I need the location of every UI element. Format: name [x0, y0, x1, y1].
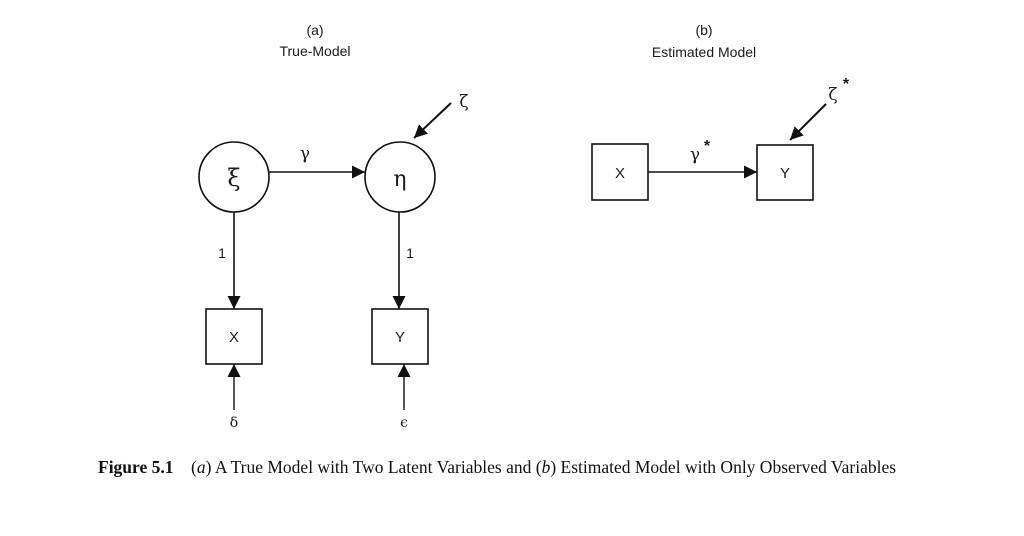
observed-label-y: Y — [780, 165, 790, 182]
loading-label-y: 1 — [406, 245, 414, 261]
observed-label-x: X — [615, 165, 625, 182]
panel-b-letter: (b) — [695, 22, 712, 38]
figure-caption: Figure 5.1 (a) A True Model with Two Lat… — [98, 457, 897, 477]
caption-part-a-text: A True Model with Two Latent Variables a… — [214, 457, 532, 477]
panel-b-title: Estimated Model — [652, 44, 756, 60]
disturbance-arrow-zeta-star — [789, 103, 827, 141]
caption-label: Figure 5.1 — [98, 457, 174, 477]
panel-a-letter: (a) — [306, 22, 323, 38]
path-label-gamma-star-superscript: * — [704, 138, 711, 155]
disturbance-label-zeta: ζ — [459, 92, 468, 112]
path-label-gamma: γ — [300, 144, 310, 164]
disturbance-arrow-zeta — [413, 102, 452, 139]
panel-a: (a) True-Model ξ η γ ζ 1 1 X Y δ ϵ — [198, 22, 469, 431]
caption-part-a-letter: a — [196, 457, 206, 477]
latent-label-xi: ξ — [227, 164, 240, 192]
caption-part-b-letter: b — [541, 457, 551, 477]
disturbance-label-zeta-star-superscript: * — [843, 76, 850, 93]
error-label-epsilon: ϵ — [400, 415, 408, 431]
caption-part-b-text: Estimated Model with Only Observed Varia… — [560, 457, 897, 477]
latent-label-eta: η — [393, 167, 406, 192]
loading-label-x: 1 — [218, 245, 226, 261]
indicator-label-x: X — [229, 329, 239, 346]
indicator-label-y: Y — [395, 329, 405, 346]
error-label-delta: δ — [230, 415, 238, 431]
panel-a-title: True-Model — [279, 43, 350, 59]
path-label-gamma-star: γ — [690, 145, 700, 165]
disturbance-label-zeta-star: ζ — [828, 85, 837, 105]
latent-node-eta — [364, 141, 436, 213]
panel-b: (b) Estimated Model X Y γ * ζ * — [591, 22, 850, 201]
